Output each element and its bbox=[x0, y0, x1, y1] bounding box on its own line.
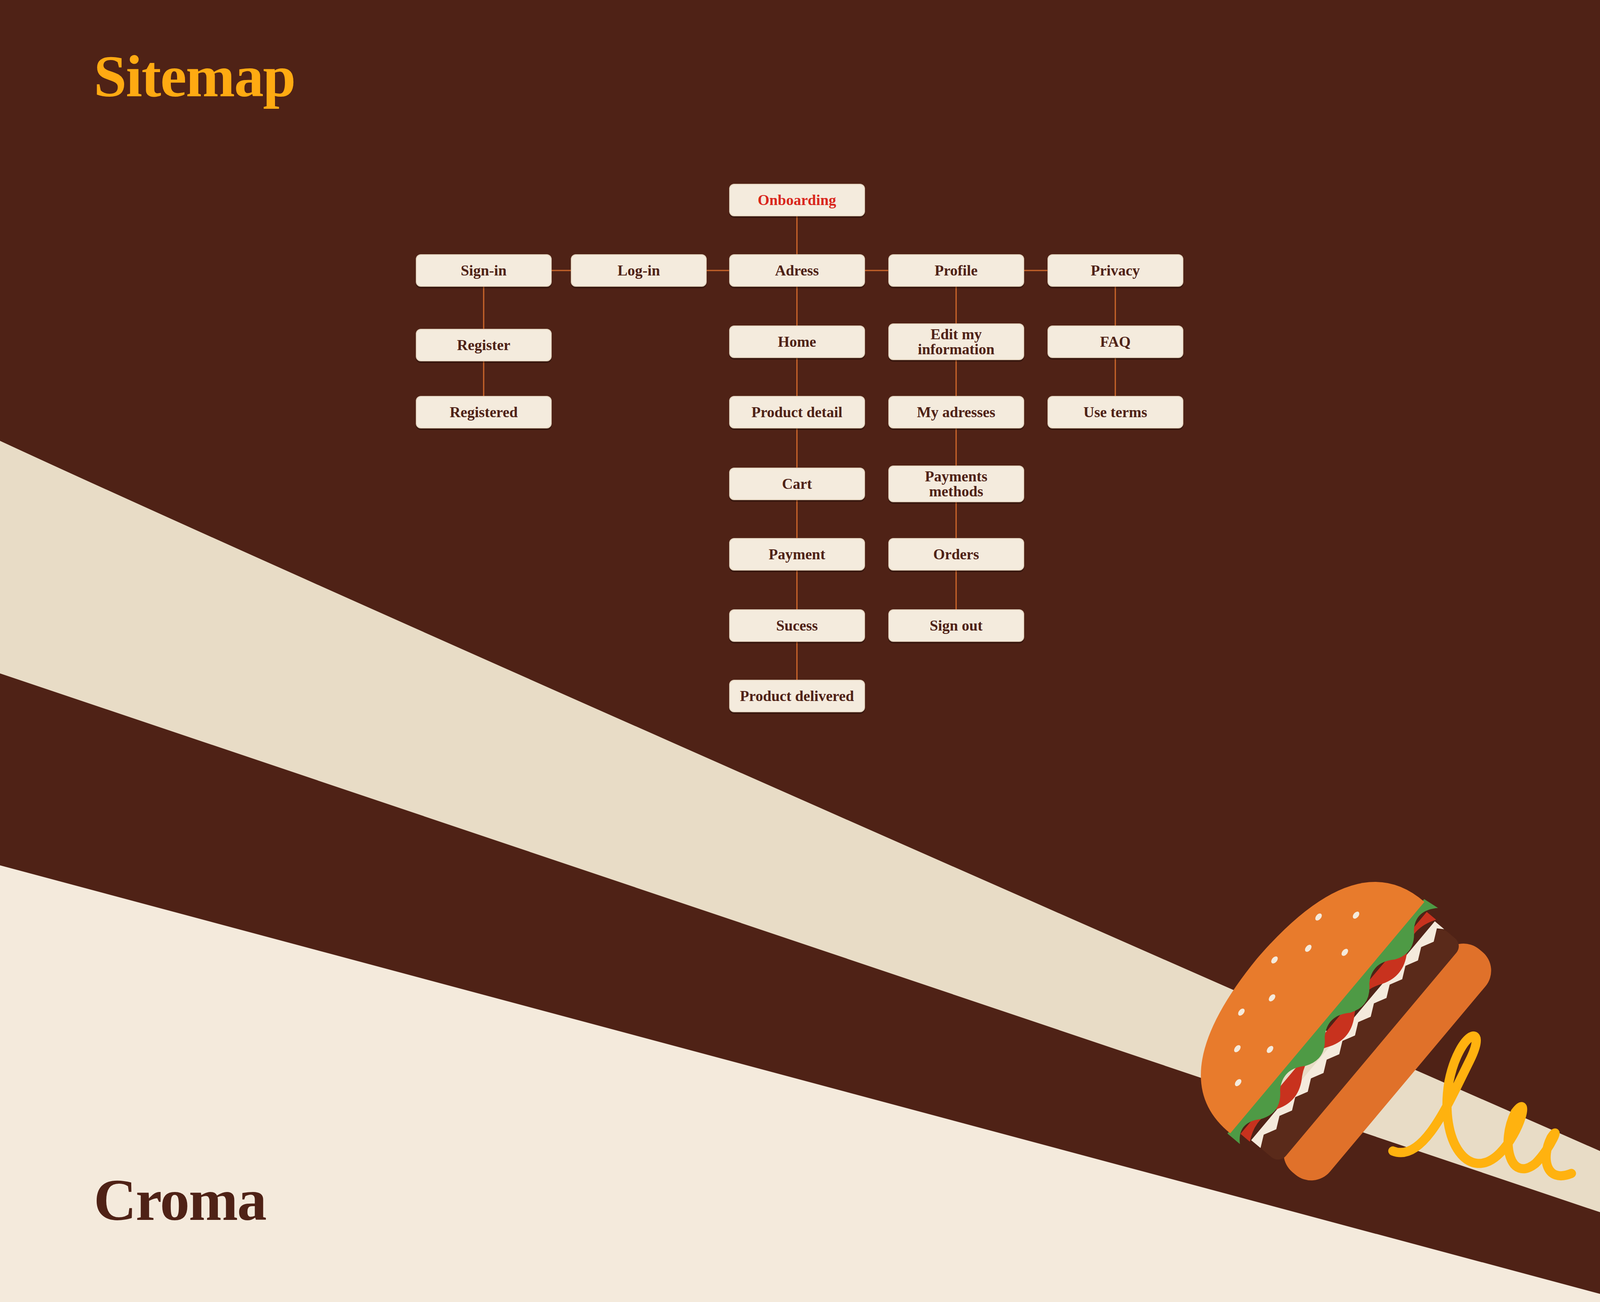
connector-line bbox=[865, 269, 889, 271]
connector-line bbox=[955, 428, 957, 465]
connector-line bbox=[796, 357, 798, 396]
page-name: Privacy bbox=[1090, 262, 1140, 278]
connector-line bbox=[706, 269, 730, 271]
page-name: Orders bbox=[933, 546, 980, 562]
page-box: Home bbox=[729, 325, 865, 358]
page-box: Orders bbox=[888, 537, 1025, 571]
page-name: Edit my information bbox=[897, 326, 1015, 357]
seed bbox=[1351, 910, 1361, 920]
page-box: Registered bbox=[415, 395, 552, 429]
connector-line bbox=[955, 570, 957, 610]
page-name: Log-in bbox=[617, 262, 660, 278]
page-name: Payment bbox=[768, 546, 826, 562]
page-box: Product detail bbox=[729, 395, 865, 429]
connector-line bbox=[796, 286, 798, 326]
connector-line bbox=[1114, 286, 1116, 326]
connector-line bbox=[796, 641, 798, 680]
seed bbox=[1236, 1007, 1246, 1017]
page-box: FAQ bbox=[1047, 325, 1184, 358]
seed bbox=[1340, 947, 1350, 958]
page-name: Payments methods bbox=[897, 468, 1015, 499]
page-box: Sign out bbox=[888, 609, 1025, 642]
page-box: Sucess bbox=[729, 609, 865, 642]
page-name: Registered bbox=[449, 404, 518, 420]
seed bbox=[1303, 943, 1313, 953]
page-box: Profile bbox=[888, 254, 1025, 287]
page-box: Adress bbox=[729, 254, 865, 287]
connector-line bbox=[482, 286, 485, 329]
page-box: Product delivered bbox=[729, 679, 865, 713]
connector-line bbox=[796, 500, 798, 538]
page-name: Onboarding bbox=[757, 192, 837, 208]
seed bbox=[1270, 955, 1280, 965]
seed bbox=[1314, 912, 1324, 922]
page-box: Sign-in bbox=[415, 254, 552, 287]
page-name: Sign-in bbox=[460, 262, 507, 278]
connector-line bbox=[796, 428, 798, 468]
page-box: Onboarding bbox=[729, 183, 865, 217]
connector-line bbox=[482, 361, 485, 397]
brand-label: Croma bbox=[93, 1170, 266, 1230]
connector-line bbox=[955, 286, 957, 324]
page-name: Home bbox=[777, 334, 817, 350]
mustard-squiggle bbox=[1392, 1035, 1572, 1176]
page-box: Use terms bbox=[1047, 395, 1184, 429]
page-name: Cart bbox=[782, 476, 813, 492]
page-box: My adresses bbox=[888, 395, 1025, 429]
page-box: Register bbox=[415, 328, 552, 362]
connector-line bbox=[1024, 269, 1048, 271]
page-name: Sucess bbox=[776, 617, 818, 633]
page-name: FAQ bbox=[1100, 334, 1131, 350]
page-box: Cart bbox=[729, 467, 865, 500]
page-title: Sitemap bbox=[93, 46, 295, 106]
connector-line bbox=[955, 502, 957, 538]
page-name: Adress bbox=[775, 262, 819, 278]
page-box: Edit my information bbox=[888, 323, 1025, 360]
page-name: Product delivered bbox=[740, 688, 855, 704]
page-name: My adresses bbox=[917, 404, 996, 420]
page-name: Product detail bbox=[751, 404, 843, 420]
connector-line bbox=[551, 269, 571, 271]
seed bbox=[1232, 1043, 1243, 1054]
page-name: Profile bbox=[934, 262, 978, 278]
sesame-seeds bbox=[1194, 888, 1377, 1089]
seed bbox=[1233, 1077, 1243, 1088]
seed bbox=[1267, 992, 1277, 1003]
page-box: Privacy bbox=[1047, 254, 1184, 287]
connector-line bbox=[1114, 357, 1116, 396]
connector-line bbox=[796, 570, 798, 610]
top-bun bbox=[1160, 842, 1425, 1133]
page-box: Payments methods bbox=[888, 465, 1025, 503]
connector-line bbox=[955, 360, 957, 396]
connector-line bbox=[796, 216, 798, 255]
page-box: Payment bbox=[729, 537, 865, 571]
page-name: Sign out bbox=[929, 617, 983, 633]
seed bbox=[1265, 1044, 1275, 1055]
page-name: Register bbox=[457, 337, 511, 353]
page-name: Use terms bbox=[1083, 404, 1148, 420]
page-box: Log-in bbox=[570, 254, 707, 287]
